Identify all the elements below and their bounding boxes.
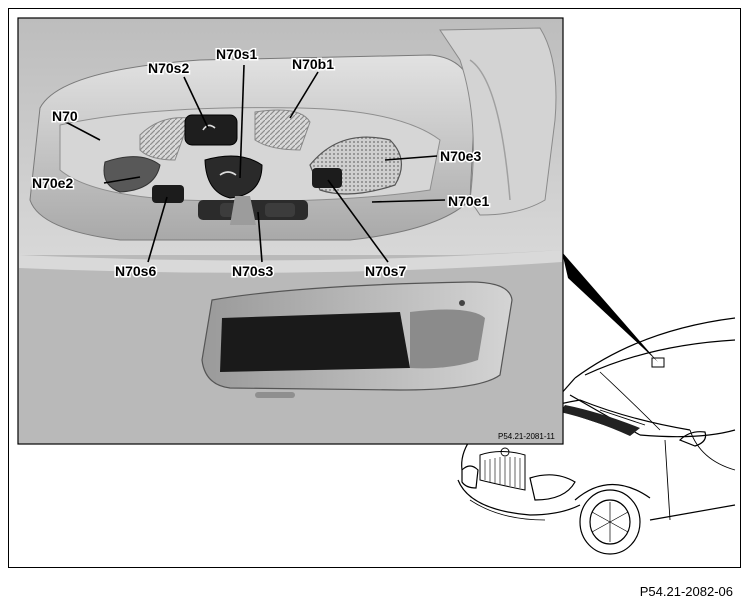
label-n70e1: N70e1 bbox=[448, 193, 489, 209]
label-n70b1: N70b1 bbox=[292, 56, 334, 72]
label-n70s7: N70s7 bbox=[365, 263, 406, 279]
car-illustration bbox=[457, 317, 736, 555]
leader-n70s3 bbox=[257, 211, 263, 263]
leader-n70s1 bbox=[239, 64, 245, 179]
leader-n70e2 bbox=[103, 176, 141, 184]
label-n70s1: N70s1 bbox=[216, 46, 257, 62]
label-n70s3: N70s3 bbox=[232, 263, 273, 279]
overhead-console-inset bbox=[17, 17, 564, 445]
leader-n70s7 bbox=[327, 179, 389, 263]
label-n70s6: N70s6 bbox=[115, 263, 156, 279]
leader-n70 bbox=[61, 119, 101, 141]
label-n70: N70 bbox=[52, 108, 78, 124]
inset-code: P54.21-2081-11 bbox=[498, 432, 555, 441]
location-marker bbox=[651, 357, 665, 368]
label-n70s2: N70s2 bbox=[148, 60, 189, 76]
leader-lines bbox=[61, 64, 446, 263]
label-n70e2: N70e2 bbox=[32, 175, 73, 191]
leader-n70e1 bbox=[371, 199, 446, 203]
cowl-vent bbox=[560, 405, 640, 436]
leader-n70e3 bbox=[384, 155, 438, 161]
leader-n70s6 bbox=[147, 196, 168, 263]
label-n70e3: N70e3 bbox=[440, 148, 481, 164]
leader-n70b1 bbox=[289, 71, 319, 119]
figure-code: P54.21-2082-06 bbox=[639, 584, 733, 599]
leader-n70s2 bbox=[183, 76, 209, 129]
pointer-wedge bbox=[562, 252, 658, 362]
